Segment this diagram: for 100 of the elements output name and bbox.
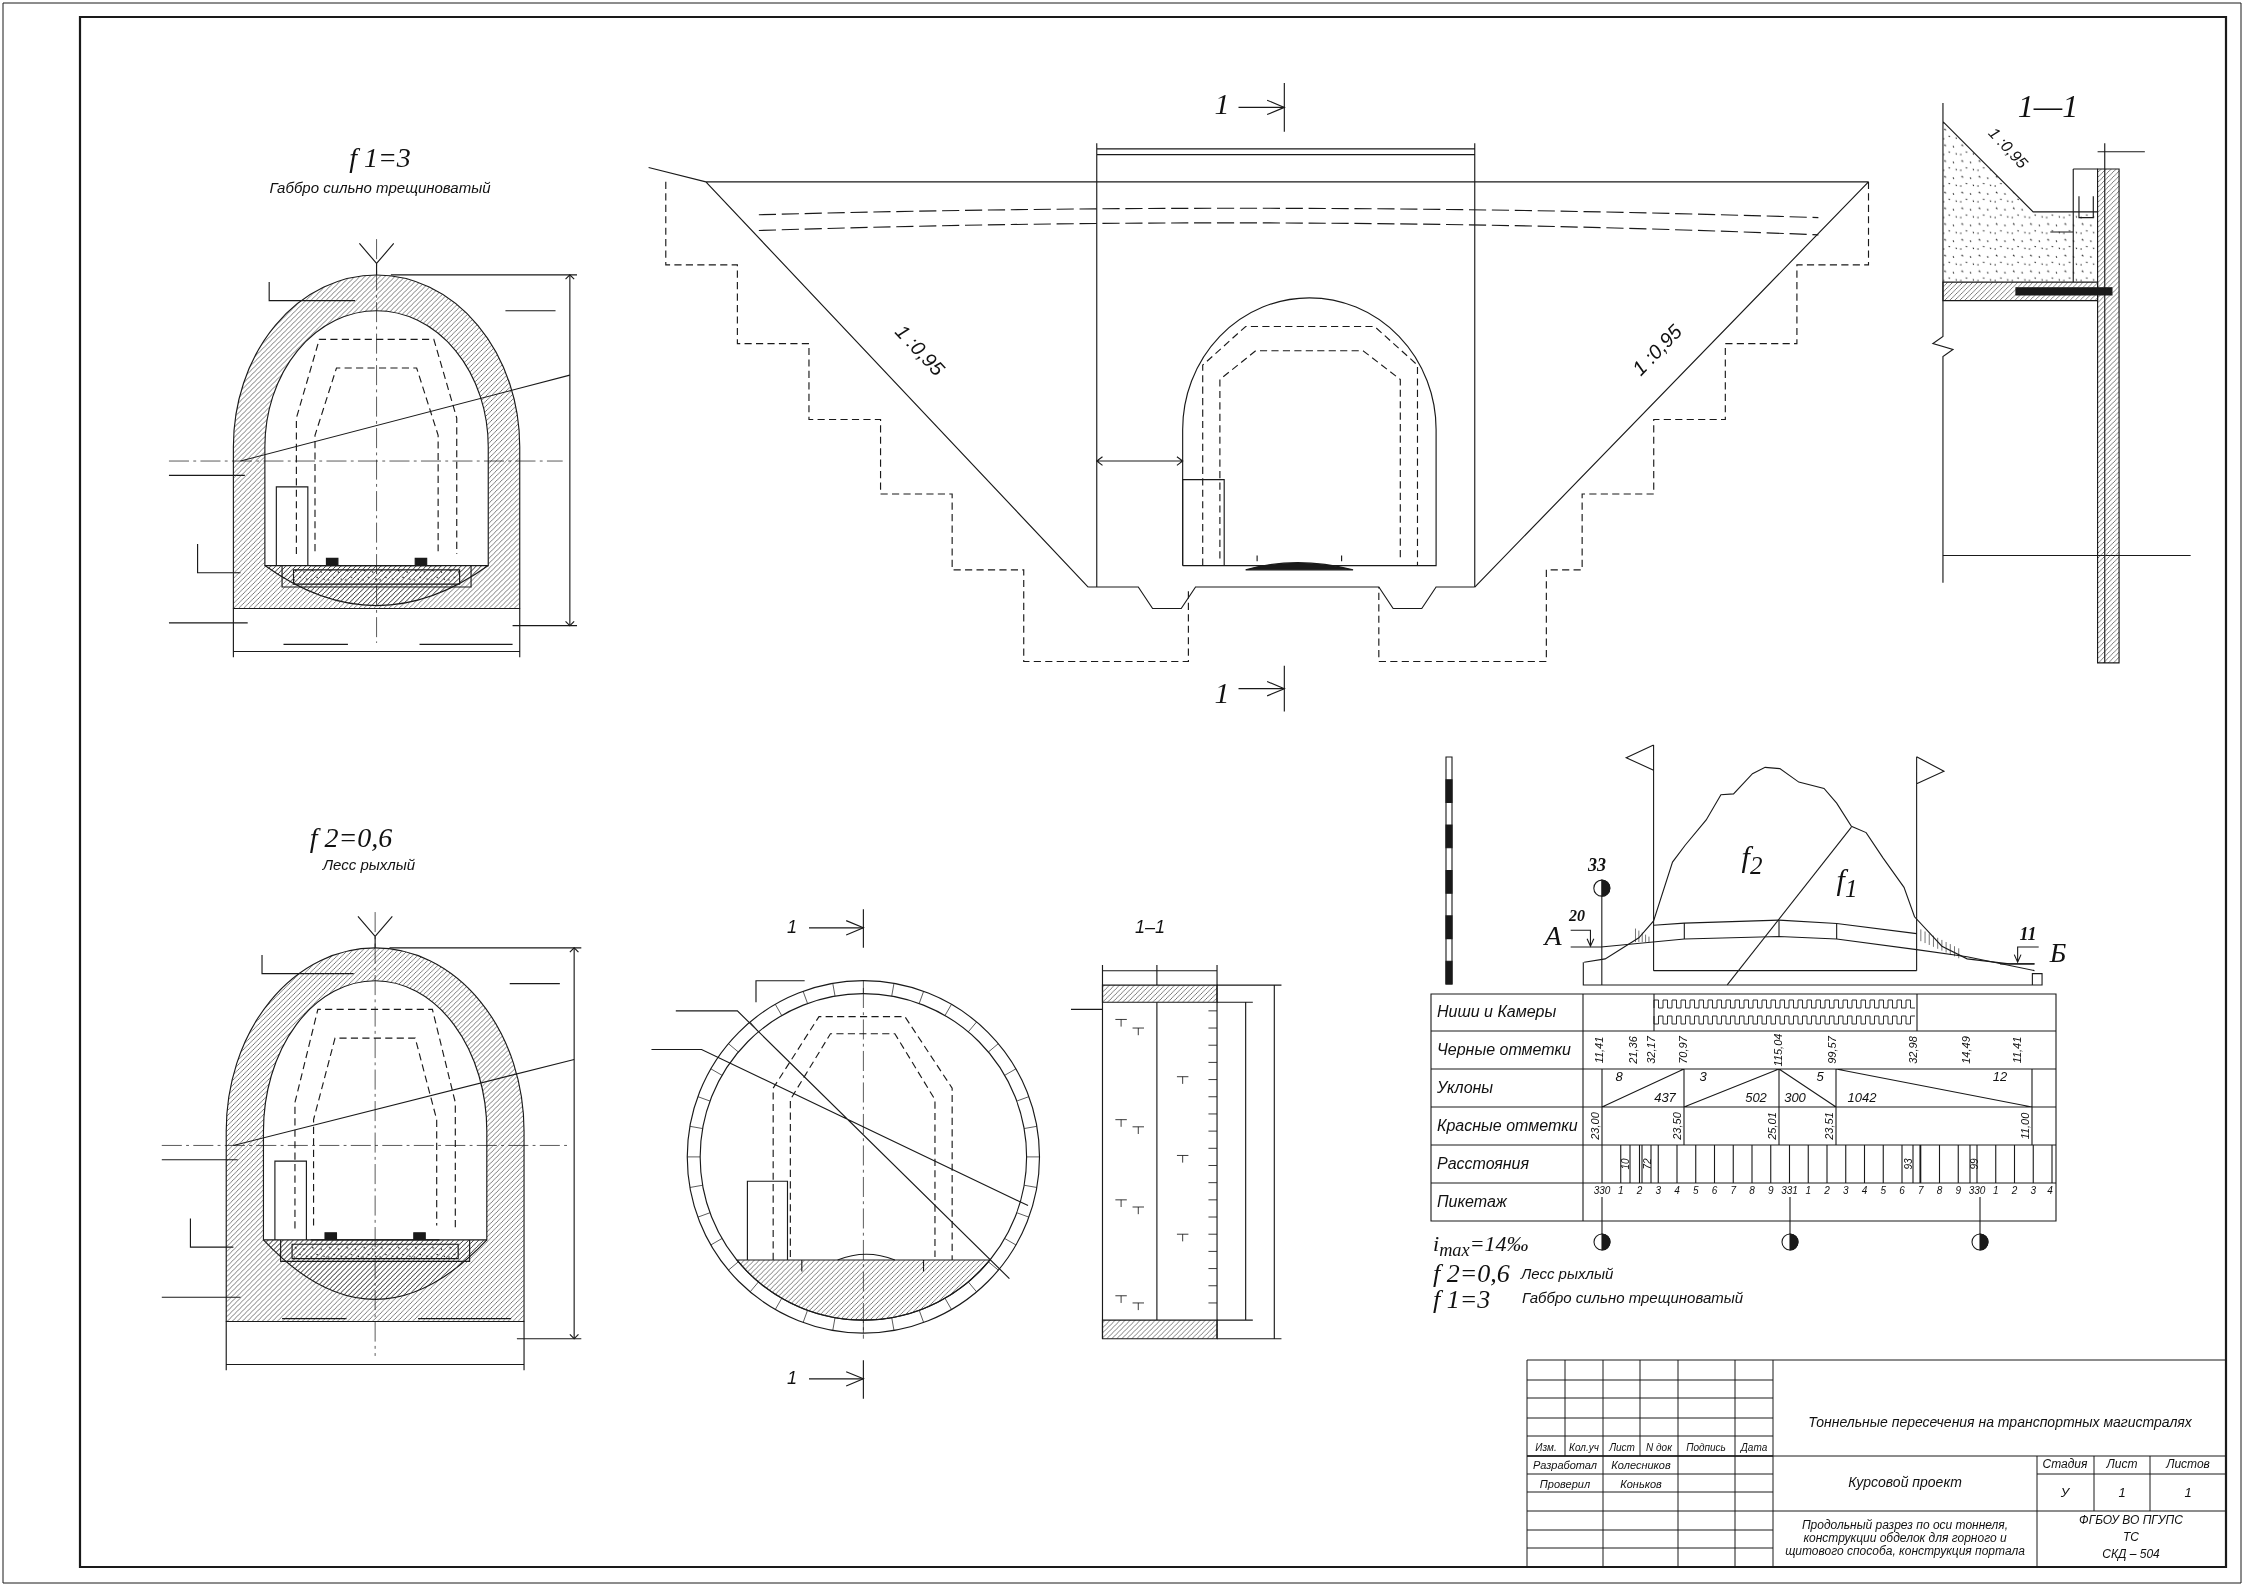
design-elevation-value: 23,00: [1588, 1112, 1602, 1140]
sheet-value: У: [2060, 1485, 2070, 1501]
section-mark-label: 1: [1214, 675, 1230, 709]
ground-elevation-value: 21,36: [1626, 1036, 1640, 1064]
section-heading: 1–1: [1135, 918, 1165, 938]
soil-class-heading: f 1=3: [349, 142, 411, 174]
project-title: Тоннельные пересечения на транспортных магистралях: [1808, 1415, 2192, 1431]
column-header: Лист: [1609, 1441, 1635, 1453]
sheet-value: 1: [2184, 1485, 2192, 1501]
ground-elevation-value: 115,04: [1771, 1033, 1785, 1067]
section-mark-label: 1: [1214, 86, 1230, 120]
soil-description: Лесс рыхлый: [322, 856, 416, 874]
picket-number: 331: [1781, 1184, 1798, 1196]
distance-value: 99: [1968, 1158, 1980, 1170]
column-header: Кол.уч: [1569, 1441, 1599, 1453]
ground-elevation-value: 32,17: [1644, 1036, 1658, 1064]
drawing-title: Продольный разрез по оси тоннеля, конструкции обделок для горного и щитового способа, конструкция портала: [1784, 1519, 2026, 1559]
table-row-header: Уклоны: [1437, 1079, 1494, 1097]
elevation-mark: 33: [1588, 856, 1606, 876]
column-header: Дата: [1740, 1441, 1768, 1453]
distance-value: 10: [1619, 1158, 1631, 1170]
organization-code: ТС: [2123, 1531, 2139, 1545]
column-header: N док: [1646, 1441, 1672, 1453]
design-elevation-value: 11,00: [2018, 1112, 2032, 1140]
elevation-mark: 11: [2019, 925, 2037, 945]
soil-class-heading: f 2=0,6: [1433, 1259, 1510, 1289]
picket-number: 2: [1824, 1184, 1830, 1196]
column-header: Подпись: [1686, 1441, 1726, 1453]
table-row-header: Черные отметки: [1437, 1041, 1571, 1059]
ground-elevation-value: 99,57: [1825, 1036, 1839, 1064]
soil-description: Лесс рыхлый: [1521, 1265, 1614, 1283]
picket-number: 6: [1899, 1184, 1905, 1196]
distance-value: 93: [1902, 1158, 1914, 1170]
picket-number: 4: [1674, 1184, 1680, 1196]
ground-elevation-value: 70,97: [1676, 1036, 1690, 1064]
gradient-value: 437: [1654, 1090, 1676, 1106]
picket-number: 1: [1805, 1184, 1812, 1196]
column-header: Листов: [2166, 1458, 2210, 1472]
section-mark-label: 1: [787, 918, 797, 938]
portal-letter: А: [1544, 920, 1562, 952]
picket-number: 9: [1955, 1184, 1962, 1196]
soil-zone-label: f$_{2}$: [1741, 840, 1763, 880]
picket-number: 3: [2030, 1184, 2037, 1196]
picket-number: 1: [1992, 1184, 1999, 1196]
soil-description: Габбро сильно трещиноватый: [1522, 1289, 1744, 1307]
ground-elevation-value: 14,49: [1959, 1036, 1973, 1064]
picket-number: 2: [2011, 1184, 2018, 1196]
picket-number: 8: [1749, 1184, 1755, 1196]
picket-number: 5: [1692, 1184, 1699, 1196]
document-type: Курсовой проект: [1848, 1475, 1962, 1491]
picket-number: 3: [1655, 1184, 1662, 1196]
gradient-value: 3: [1699, 1069, 1707, 1085]
soil-class-heading: f 2=0,6: [309, 822, 393, 854]
gradient-value: 8: [1615, 1069, 1623, 1085]
picket-number: 1: [1617, 1184, 1624, 1196]
gradient-value: 12: [1992, 1069, 2008, 1085]
gradient-value: 5: [1816, 1069, 1824, 1085]
design-elevation-value: 23,50: [1670, 1112, 1684, 1140]
table-row-header: Расстояния: [1437, 1155, 1530, 1173]
distance-value: 72: [1641, 1158, 1653, 1170]
person-name: Коньков: [1620, 1477, 1662, 1491]
ground-elevation-value: 11,41: [2010, 1036, 2024, 1064]
column-header: Изм.: [1535, 1441, 1557, 1453]
picket-number: 9: [1767, 1184, 1774, 1196]
ground-elevation-value: 32,98: [1906, 1036, 1920, 1064]
gradient-value: 300: [1784, 1090, 1806, 1106]
section-heading: 1—1: [2017, 89, 2079, 125]
soil-description: Габбро сильно трещиноватый: [269, 179, 491, 197]
column-header: Лист: [2106, 1458, 2138, 1472]
table-row-header: Красные отметки: [1437, 1117, 1578, 1135]
picket-number: 6: [1711, 1184, 1718, 1196]
picket-number: 330: [1593, 1184, 1611, 1196]
picket-number: 2: [1636, 1184, 1643, 1196]
person-name: Колесников: [1611, 1458, 1671, 1472]
table-row-header: Пикетаж: [1437, 1193, 1507, 1211]
design-elevation-value: 25,01: [1765, 1112, 1779, 1140]
ground-elevation-value: 11,41: [1592, 1036, 1606, 1064]
picket-number: 5: [1880, 1184, 1887, 1196]
portal-letter: Б: [2049, 937, 2067, 969]
picket-number: 4: [2047, 1184, 2053, 1196]
soil-zone-label: f$_{1}$: [1836, 863, 1858, 903]
table-row-header: Ниши и Камеры: [1437, 1003, 1557, 1021]
picket-number: 7: [1730, 1184, 1737, 1196]
role-label: Проверил: [1539, 1477, 1591, 1491]
max-gradient-note: i$_{max}$=14‰: [1433, 1231, 1529, 1261]
picket-number: 7: [1917, 1184, 1924, 1196]
role-label: Разработал: [1532, 1458, 1598, 1472]
picket-number: 4: [1861, 1184, 1868, 1196]
column-header: Стадия: [2042, 1458, 2088, 1472]
picket-number: 330: [1968, 1184, 1986, 1196]
sheet-value: 1: [2118, 1485, 2126, 1501]
gradient-value: 1042: [1847, 1090, 1877, 1106]
gradient-value: 502: [1745, 1090, 1767, 1106]
organization-code: ФГБОУ ВО ПГУПС: [2079, 1514, 2183, 1528]
organization-code: СКД – 504: [2102, 1548, 2160, 1562]
picket-number: 3: [1842, 1184, 1849, 1196]
elevation-mark: 20: [1569, 907, 1585, 925]
picket-number: 8: [1936, 1184, 1943, 1196]
section-mark-label: 1: [787, 1369, 797, 1389]
design-elevation-value: 23,51: [1822, 1112, 1836, 1140]
